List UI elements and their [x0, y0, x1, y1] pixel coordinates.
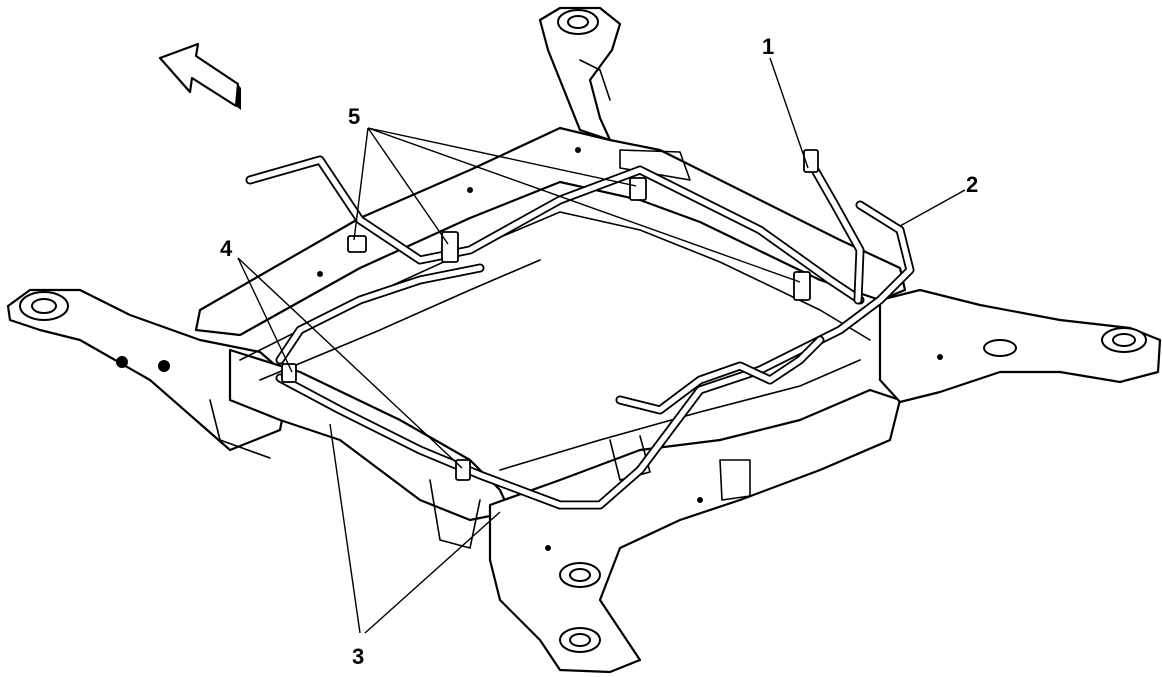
forward-direction-arrow-icon	[158, 42, 241, 110]
leader-lines	[237, 57, 966, 634]
callout-4: 4	[220, 236, 233, 261]
callout-5: 5	[348, 104, 360, 129]
fluid-lines	[245, 155, 915, 510]
callout-1: 1	[762, 34, 774, 59]
callout-3: 3	[352, 644, 364, 669]
callout-2: 2	[966, 172, 978, 197]
callouts: 1 2 3 4 5	[220, 34, 978, 669]
mount-holes	[19, 9, 1147, 653]
